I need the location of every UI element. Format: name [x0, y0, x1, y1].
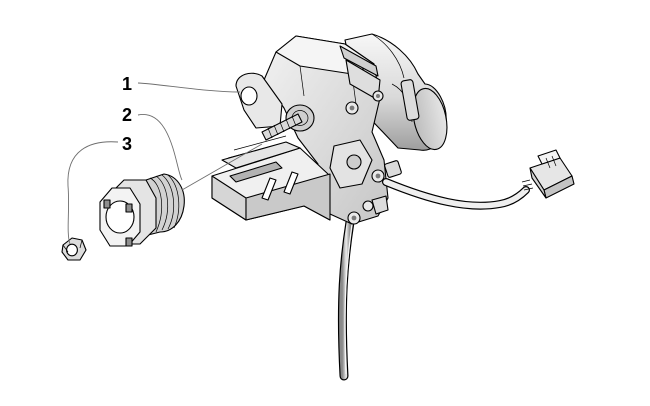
callout-labels: 1 2 3 — [122, 74, 132, 154]
leader-line-axis — [181, 143, 263, 191]
actuator-assembly — [211, 33, 448, 225]
leader-line-2 — [137, 114, 183, 181]
threaded-shaft — [261, 113, 303, 141]
housing-screws — [345, 90, 385, 225]
callout-2: 2 — [122, 105, 132, 125]
guide-plate — [211, 135, 331, 221]
leader-lines — [67, 82, 263, 245]
actuator-housing — [263, 35, 389, 225]
leader-line-3 — [67, 141, 119, 245]
callout-1: 1 — [122, 74, 132, 94]
threaded-collar — [99, 173, 185, 247]
control-cable — [337, 217, 355, 381]
callout-3: 3 — [122, 134, 132, 154]
nut — [61, 237, 87, 261]
electrical-connector — [529, 149, 575, 199]
mounting-bracket-ear — [235, 72, 283, 129]
wire-harness — [382, 178, 534, 210]
leader-line-1 — [137, 82, 241, 93]
